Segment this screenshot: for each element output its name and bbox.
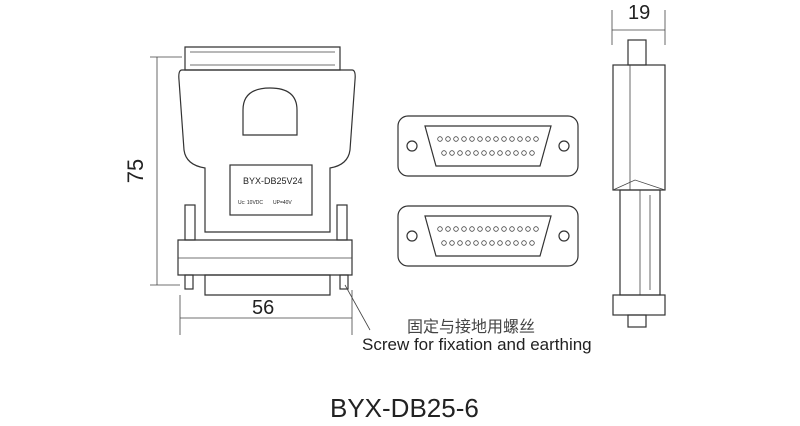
front-view: [177, 46, 356, 296]
pin: [493, 136, 499, 142]
pin: [445, 136, 451, 142]
pin: [465, 240, 471, 246]
pin: [457, 150, 463, 156]
label-model: BYX-DB25V24: [243, 176, 303, 186]
pin: [489, 150, 495, 156]
pin: [529, 150, 535, 156]
pin: [473, 240, 479, 246]
label-spec-up: UP=40V: [273, 200, 292, 206]
pin: [509, 136, 515, 142]
depth-dimension: 19: [628, 2, 651, 24]
pin: [489, 240, 495, 246]
pin: [497, 150, 503, 156]
pin: [525, 226, 531, 232]
pin: [533, 226, 539, 232]
hump: [242, 87, 298, 136]
product-title: BYX-DB25-6: [330, 393, 479, 423]
pin: [533, 136, 539, 142]
annotation-english: Screw for fixation and earthing: [362, 335, 592, 354]
pin: [437, 226, 443, 232]
pin: [453, 226, 459, 232]
side-view: [612, 39, 666, 328]
pin: [441, 240, 447, 246]
annotation-chinese: 固定与接地用螺丝: [407, 319, 536, 336]
pin: [521, 150, 527, 156]
pin: [465, 150, 471, 156]
pin: [481, 240, 487, 246]
width-dimension: 56: [252, 297, 275, 319]
pin: [453, 136, 459, 142]
pin: [461, 136, 467, 142]
connector-face-top: [397, 115, 579, 177]
pin: [529, 240, 535, 246]
connector-face-bottom: [397, 205, 579, 267]
pin: [441, 150, 447, 156]
pin: [497, 240, 503, 246]
pin: [485, 136, 491, 142]
pin: [473, 150, 479, 156]
pin: [525, 136, 531, 142]
pin: [449, 150, 455, 156]
pin: [477, 226, 483, 232]
pin: [461, 226, 467, 232]
pin: [469, 136, 475, 142]
height-dimension: 75: [123, 158, 149, 184]
label-spec-uc: Uc: 10VDC: [238, 200, 264, 206]
pin: [493, 226, 499, 232]
pin: [469, 226, 475, 232]
pin: [513, 240, 519, 246]
dimension-lines: [150, 10, 666, 335]
pin: [457, 240, 463, 246]
pin: [477, 136, 483, 142]
pin: [445, 226, 451, 232]
pin: [521, 240, 527, 246]
pin: [513, 150, 519, 156]
pin: [485, 226, 491, 232]
pin: [501, 226, 507, 232]
pin: [449, 240, 455, 246]
pin: [501, 136, 507, 142]
pin: [517, 136, 523, 142]
pin: [505, 150, 511, 156]
pin: [509, 226, 515, 232]
pin: [437, 136, 443, 142]
pin: [505, 240, 511, 246]
label-box: [229, 164, 313, 216]
pin: [517, 226, 523, 232]
pin: [481, 150, 487, 156]
